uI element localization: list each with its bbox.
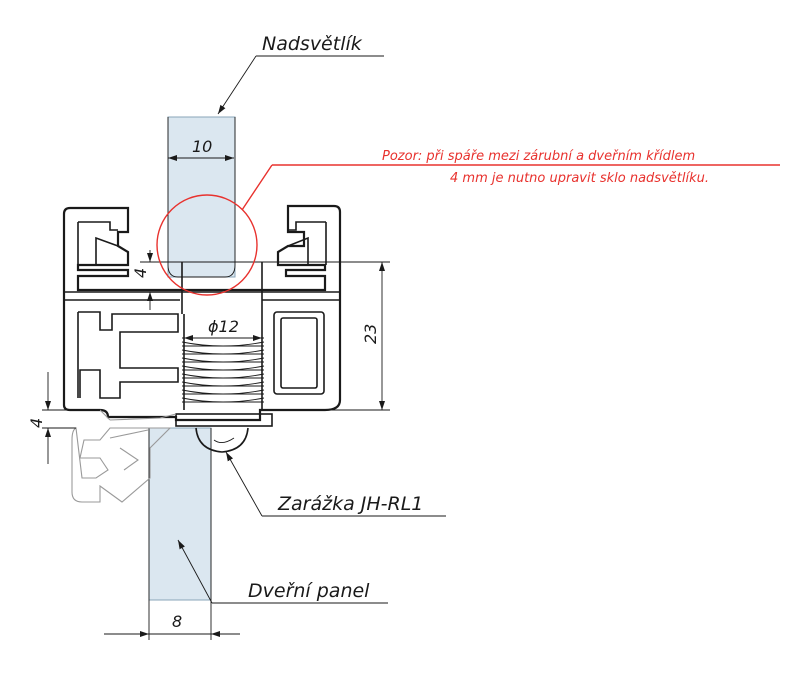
label-door-panel: Dveřní panel bbox=[248, 580, 370, 602]
dim-height-label: 23 bbox=[361, 324, 380, 344]
dim-top-glass-width: 10 bbox=[168, 137, 234, 161]
dim-gap-bottom: 4 bbox=[27, 372, 100, 464]
leader-door-panel: Dveřní panel bbox=[177, 539, 388, 604]
stopper-dome bbox=[195, 427, 249, 453]
dim-top-glass-width-label: 10 bbox=[192, 137, 212, 156]
frame-profile bbox=[62, 204, 342, 422]
warning-note-line2: 4 mm je nutno upravit sklo nadsvětlíku. bbox=[450, 171, 709, 186]
dim-gap-top: 4 bbox=[131, 250, 390, 310]
dim-hole-diameter-label: ϕ12 bbox=[208, 317, 239, 336]
leader-transom: Nadsvětlík bbox=[217, 33, 384, 115]
screw bbox=[181, 262, 265, 410]
dim-height: 23 bbox=[262, 262, 390, 411]
dim-gap-bottom-label: 4 bbox=[27, 418, 46, 428]
label-transom: Nadsvětlík bbox=[262, 33, 363, 55]
dim-hole-diameter: ϕ12 bbox=[184, 317, 262, 341]
dim-bottom-glass-width: 8 bbox=[104, 600, 240, 640]
warning-circle bbox=[156, 194, 258, 296]
dim-bottom-glass-width-label: 8 bbox=[172, 612, 182, 631]
label-stopper: Zarážka JH-RL1 bbox=[277, 493, 423, 515]
leader-stopper: Zarážka JH-RL1 bbox=[225, 451, 446, 517]
dim-gap-top-label: 4 bbox=[131, 268, 150, 278]
warning-callout: Pozor: při spáře mezi zárubní a dveřním … bbox=[156, 149, 780, 296]
warning-note-line1: Pozor: při spáře mezi zárubní a dveřním … bbox=[382, 149, 695, 164]
stopper-base bbox=[175, 413, 273, 427]
gasket bbox=[71, 427, 172, 503]
transom-glass bbox=[167, 116, 236, 278]
door-panel-glass bbox=[148, 427, 212, 601]
